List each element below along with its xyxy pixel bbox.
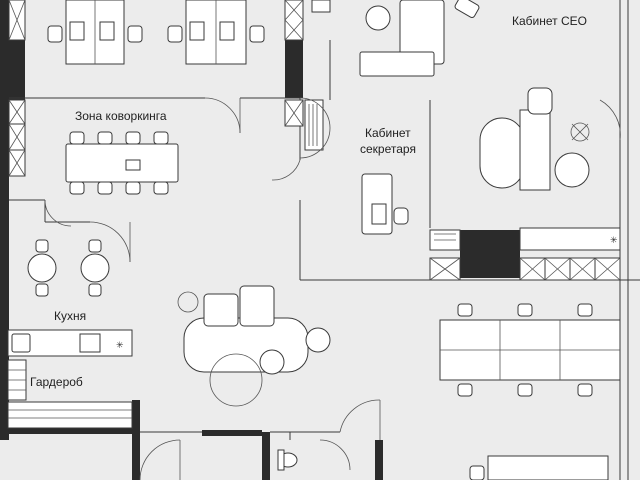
chair-icon [454, 0, 480, 18]
top-desk-cluster-left [47, 0, 143, 65]
door-swing-icon [299, 97, 331, 159]
door-swing-icon [319, 439, 351, 471]
door-swing-icon [139, 439, 181, 480]
kitchen-tables: ✳ [7, 239, 133, 357]
room-label-wardrobe: Гардероб [30, 375, 83, 389]
room-label-coworking: Зона коворкинга [75, 109, 167, 123]
plant-icon [177, 291, 199, 313]
storage-cabinets-right: ✳ [429, 227, 621, 281]
chair-icon [365, 5, 391, 31]
sink-icon [11, 333, 31, 353]
room-label-secretary-line1: Кабинет [365, 126, 411, 140]
room-label-kitchen: Кухня [54, 309, 86, 323]
stove-icon: ✳ [610, 236, 618, 246]
plant-icon [570, 122, 590, 142]
door-swing-icon [271, 159, 301, 181]
ceo-furniture [359, 0, 590, 191]
coworking-table [65, 131, 179, 195]
partition-lines [9, 0, 640, 480]
room-label-secretary-line2: секретаря [360, 142, 416, 156]
bathroom [277, 432, 298, 471]
desk-cluster-right [439, 303, 621, 480]
walls [0, 0, 520, 480]
chair-icon [393, 207, 409, 225]
door-swing-icon [599, 99, 621, 141]
chair-icon [527, 87, 553, 115]
room-label-ceo: Кабинет CEO [512, 14, 587, 28]
door-swing-icon [89, 221, 131, 263]
chair-icon [554, 152, 590, 188]
stove-icon: ✳ [116, 341, 124, 351]
sofa-icon [479, 117, 525, 189]
storage-cabinets-left [8, 0, 26, 177]
door-swings [44, 97, 621, 480]
storage-cabinets-middle [284, 0, 331, 151]
secretary-desk [361, 173, 409, 235]
door-swing-icon [339, 399, 381, 433]
top-desk-cluster-right [167, 0, 265, 65]
door-swing-icon [44, 199, 72, 227]
lounge-sofa [177, 285, 331, 407]
door-swing-icon [204, 97, 241, 134]
wardrobe-fixtures [7, 359, 133, 429]
